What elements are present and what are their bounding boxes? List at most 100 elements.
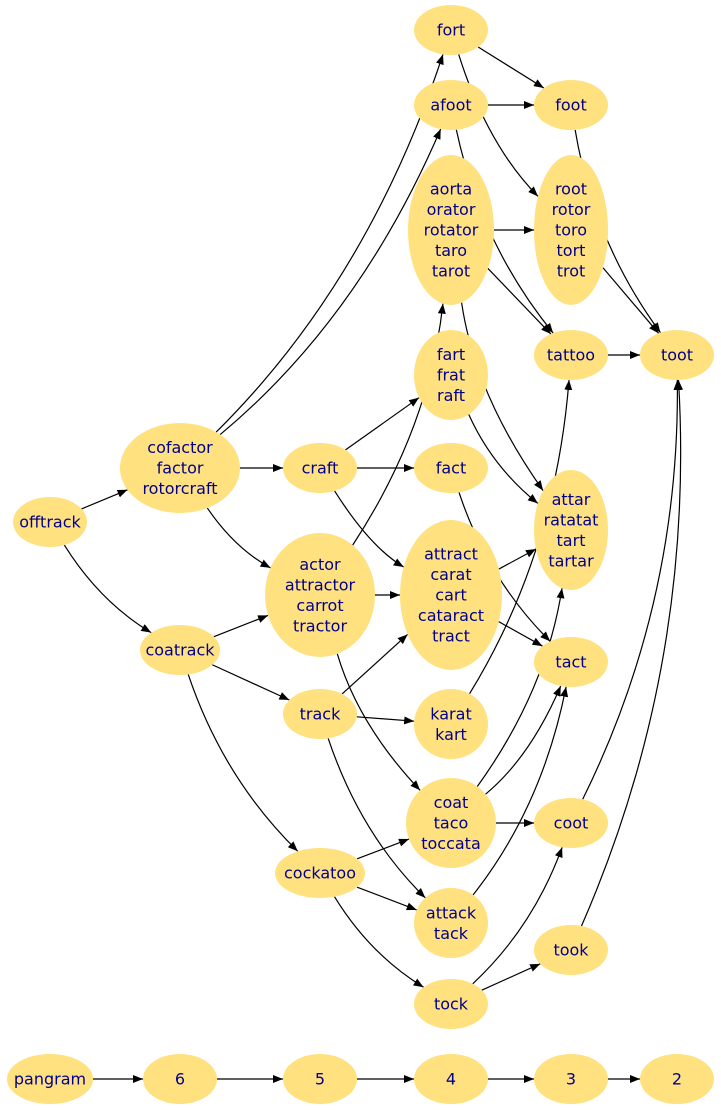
node-fart-shape xyxy=(414,330,488,420)
node-fort: fort xyxy=(414,5,488,55)
edge-cofactor-to-actor xyxy=(206,507,271,569)
node-aorta-label: orator xyxy=(427,200,476,219)
edge-coatrack-to-track xyxy=(212,664,290,701)
node-n3-label: 3 xyxy=(566,1070,576,1089)
edge-attract-to-attar xyxy=(498,548,537,570)
node-attack-label: tack xyxy=(434,924,469,943)
node-foot-label: foot xyxy=(555,96,586,115)
node-attract-label: attract xyxy=(424,545,478,564)
node-attack-label: attack xyxy=(426,903,477,922)
edge-aorta-to-tattoo xyxy=(487,268,552,335)
node-n3: 3 xyxy=(534,1054,608,1104)
node-attract-label: carat xyxy=(430,565,471,584)
node-n2: 2 xyxy=(640,1054,714,1104)
node-pangram-label: pangram xyxy=(14,1070,86,1089)
node-coot-label: coot xyxy=(554,814,589,833)
edge-track-to-karat xyxy=(356,716,415,725)
node-actor-label: attractor xyxy=(285,575,356,594)
edge-cockatoo-to-tock xyxy=(333,896,424,988)
node-n2-shape xyxy=(640,1054,714,1104)
node-tattoo-shape xyxy=(534,330,608,380)
node-aorta-shape xyxy=(408,155,494,305)
edge-offtrack-to-cofactor xyxy=(81,489,128,510)
edge-cockatoo-to-attack xyxy=(356,886,417,911)
edge-attract-to-tact xyxy=(498,621,543,647)
edge-aorta-to-attar xyxy=(461,302,544,491)
node-karat-label: kart xyxy=(435,725,467,744)
node-coat-label: toccata xyxy=(421,834,481,853)
node-pangram: pangram xyxy=(7,1054,93,1104)
node-toot-label: toot xyxy=(661,346,693,365)
node-attract-shape xyxy=(400,520,502,670)
node-attack-shape xyxy=(414,888,488,958)
node-fart-label: frat xyxy=(437,366,465,385)
node-track-shape xyxy=(283,689,357,739)
node-fact-label: fact xyxy=(436,459,467,478)
node-attract-label: tract xyxy=(432,627,470,646)
edge-craft-to-attract xyxy=(334,490,404,568)
node-root-label: root xyxy=(555,180,587,199)
edge-coatrack-to-actor xyxy=(213,614,269,638)
node-craft: craft xyxy=(283,443,357,493)
edge-track-to-attract xyxy=(341,633,409,695)
node-actor-label: carrot xyxy=(296,596,343,615)
node-craft-label: craft xyxy=(302,459,339,478)
node-cofactor-shape xyxy=(120,423,240,513)
node-actor-label: actor xyxy=(299,555,341,574)
node-aorta-label: aorta xyxy=(430,180,472,199)
node-cockatoo: cockatoo xyxy=(275,848,365,898)
node-attract-label: cataract xyxy=(418,606,484,625)
node-attack: attack tack xyxy=(414,888,488,958)
node-aorta-label: rotator xyxy=(424,221,479,240)
node-karat-shape xyxy=(414,689,488,759)
edge-fort-to-foot xyxy=(477,46,545,89)
edge-fart-to-attar xyxy=(468,414,539,504)
node-aorta-label: taro xyxy=(435,241,467,260)
node-coat-label: coat xyxy=(434,793,469,812)
node-cofactor-label: factor xyxy=(157,459,204,478)
node-took: took xyxy=(534,925,608,975)
edge-cockatoo-to-coat xyxy=(356,838,410,860)
node-tock-label: tock xyxy=(434,995,469,1014)
node-tattoo-label: tattoo xyxy=(547,346,595,365)
node-craft-shape xyxy=(283,443,357,493)
node-cockatoo-shape xyxy=(275,848,365,898)
node-attar-label: tartar xyxy=(548,551,594,570)
node-afoot: afoot xyxy=(414,80,488,130)
node-coatrack-label: coatrack xyxy=(145,641,215,660)
node-attar-label: ratatat xyxy=(544,510,599,529)
node-n5-label: 5 xyxy=(315,1070,325,1089)
node-tact-shape xyxy=(534,637,608,687)
node-track: track xyxy=(283,689,357,739)
node-tock: tock xyxy=(414,979,488,1029)
node-root-label: tort xyxy=(557,241,586,260)
node-cockatoo-label: cockatoo xyxy=(284,864,356,883)
node-root-label: trot xyxy=(557,262,586,281)
edge-coat-to-tact xyxy=(485,685,562,795)
node-n4: 4 xyxy=(414,1054,488,1104)
edge-offtrack-to-coatrack xyxy=(63,544,152,634)
node-afoot-label: afoot xyxy=(430,96,471,115)
node-coot-shape xyxy=(534,798,608,848)
node-toot-shape xyxy=(640,330,714,380)
edge-coat-to-attar xyxy=(476,588,565,787)
node-attar-label: tart xyxy=(557,531,586,550)
node-fart-label: raft xyxy=(437,386,465,405)
node-attar-label: attar xyxy=(552,490,591,509)
node-toot: toot xyxy=(640,330,714,380)
node-offtrack-label: offtrack xyxy=(19,513,81,532)
node-track-label: track xyxy=(300,705,341,724)
node-pangram-shape xyxy=(7,1054,93,1104)
node-coat-shape xyxy=(406,778,496,868)
node-actor-label: tractor xyxy=(293,616,348,635)
node-fort-shape xyxy=(414,5,488,55)
edge-track-to-attack xyxy=(327,738,426,899)
node-afoot-shape xyxy=(414,80,488,130)
node-coatrack: coatrack xyxy=(140,625,220,675)
